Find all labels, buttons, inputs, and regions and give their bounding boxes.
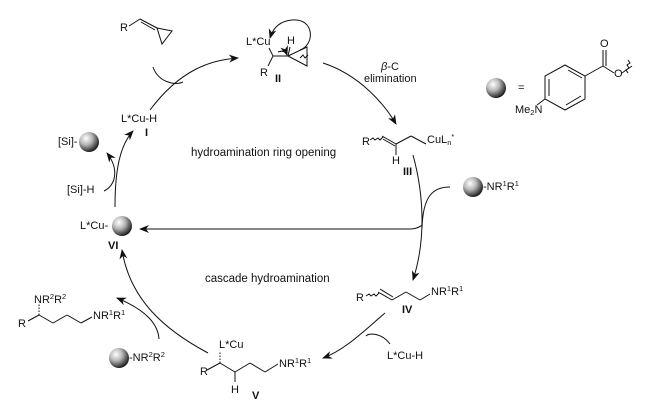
- curved-arrow-II-cu: [268, 19, 311, 51]
- arrow-I-to-II: [149, 54, 239, 111]
- arrow-amine1-entry: [421, 186, 451, 229]
- arrow-IV-to-V: [322, 312, 386, 359]
- structure-II: [267, 19, 311, 67]
- amine1-r: R: [506, 181, 515, 193]
- product-right-sup1: 1: [108, 308, 114, 317]
- ball-amine1: [463, 177, 483, 197]
- species-II-id: II: [275, 73, 282, 85]
- product-top-sup1: 2: [49, 292, 55, 301]
- arrow-silane: [103, 152, 116, 192]
- species-II-h: H: [287, 35, 295, 47]
- substrate-r-label: R: [120, 22, 128, 34]
- iv-sup1: 1: [446, 284, 452, 293]
- species-I-id: I: [145, 127, 149, 139]
- species-IV-id: IV: [402, 304, 413, 316]
- elimination-label: elimination: [364, 73, 417, 85]
- arrow-substrate-entry: [152, 66, 184, 84]
- legend-me2n: Me2N: [515, 104, 542, 116]
- structure-product: [27, 304, 93, 324]
- n-text: N: [534, 104, 543, 116]
- amine1-nr: -NR: [483, 181, 503, 193]
- me-subscript: 2: [530, 108, 535, 117]
- product-right-r: R: [113, 310, 122, 322]
- process-label-cascade: cascade hydroamination: [205, 273, 330, 285]
- structure-alkylidenecyclopropane: [128, 18, 173, 46]
- species-III-h: H: [392, 155, 400, 167]
- silyl-product-label: [Si]-: [58, 136, 78, 148]
- arrow-VI-to-I: [114, 130, 134, 208]
- product-top-nr: NR: [34, 294, 50, 306]
- amine1-sup1: 1: [502, 179, 507, 188]
- amine1-sup2: 1: [514, 179, 519, 188]
- ball-silyl: [79, 132, 99, 152]
- ball-legend: [486, 78, 506, 98]
- product-right-sup2: 1: [121, 308, 126, 317]
- beta-c-suffix: -C: [387, 61, 399, 73]
- me-text: Me: [515, 104, 531, 116]
- arrow-III-to-IV: [411, 154, 423, 281]
- species-III-id: III: [403, 166, 413, 178]
- species-I-label: L*Cu-H: [121, 113, 158, 125]
- product-right-nr: NR: [93, 310, 109, 322]
- species-V-cu: L*Cu: [219, 339, 244, 351]
- species-IV-amine: NR1R1: [431, 284, 464, 298]
- product-r: R: [18, 318, 26, 330]
- amine2-label: -NR2R2: [129, 350, 165, 364]
- species-V-r: R: [200, 366, 208, 378]
- amine2-nr: -NR: [129, 352, 149, 364]
- v-nr: NR: [279, 358, 295, 370]
- process-label-ring-opening: hydroamination ring opening: [191, 147, 337, 159]
- ball-amine2: [109, 348, 129, 368]
- species-III-r: R: [362, 136, 370, 148]
- structure-IV: [365, 288, 431, 301]
- legend-equals: =: [518, 82, 525, 94]
- iv-nr: NR: [431, 286, 447, 298]
- species-V-h: H: [231, 384, 239, 396]
- ball-VI: [112, 216, 132, 236]
- product-top-sup2: 2: [62, 292, 67, 301]
- species-V-id: V: [252, 390, 260, 402]
- amine2-sup1: 2: [148, 350, 153, 359]
- silane-label: [Si]-H: [67, 184, 95, 196]
- beta-c-label: β-C: [381, 61, 399, 73]
- species-II-cu: L*Cu: [246, 36, 271, 48]
- species-VI-label: L*Cu-: [80, 220, 109, 232]
- species-II-r: R: [260, 67, 268, 79]
- iv-r: R: [451, 286, 460, 298]
- v-sup2: 1: [307, 356, 312, 365]
- cu-superscript: *: [451, 132, 455, 141]
- product-right-amine: NR1R1: [93, 308, 126, 322]
- product-top-amine: NR2R2: [34, 292, 67, 306]
- arrow-II-to-III: [322, 62, 397, 125]
- species-V-amine: NR1R1: [279, 356, 312, 370]
- legend-ester-o: O: [614, 68, 623, 80]
- species-III-cu: CuLn*: [427, 132, 455, 147]
- structure-III: [369, 135, 427, 155]
- amine2-sup2: 2: [160, 350, 165, 359]
- cu-text: CuL: [427, 134, 448, 146]
- cuh-reentry-label: L*Cu-H: [387, 350, 424, 362]
- iv-sup2: 1: [459, 284, 464, 293]
- structure-legend-benzoate: [536, 50, 633, 111]
- v-sup1: 1: [294, 356, 300, 365]
- v-r: R: [299, 358, 308, 370]
- arrow-product-release: [116, 297, 160, 340]
- species-VI-id: VI: [108, 240, 119, 252]
- amine1-label: -NR1R1: [483, 179, 519, 193]
- legend-carbonyl-o: O: [600, 38, 609, 50]
- product-top-r: R: [54, 294, 63, 306]
- cu-subscript: n: [447, 138, 452, 147]
- arrow-to-VI: [140, 225, 423, 229]
- arrow-cuh-reentry: [365, 333, 391, 345]
- amine2-r: R: [152, 352, 161, 364]
- structure-V: [206, 352, 279, 382]
- species-IV-r: R: [356, 292, 364, 304]
- arrow-V-to-VI: [119, 249, 209, 354]
- beta-symbol: β: [381, 61, 388, 73]
